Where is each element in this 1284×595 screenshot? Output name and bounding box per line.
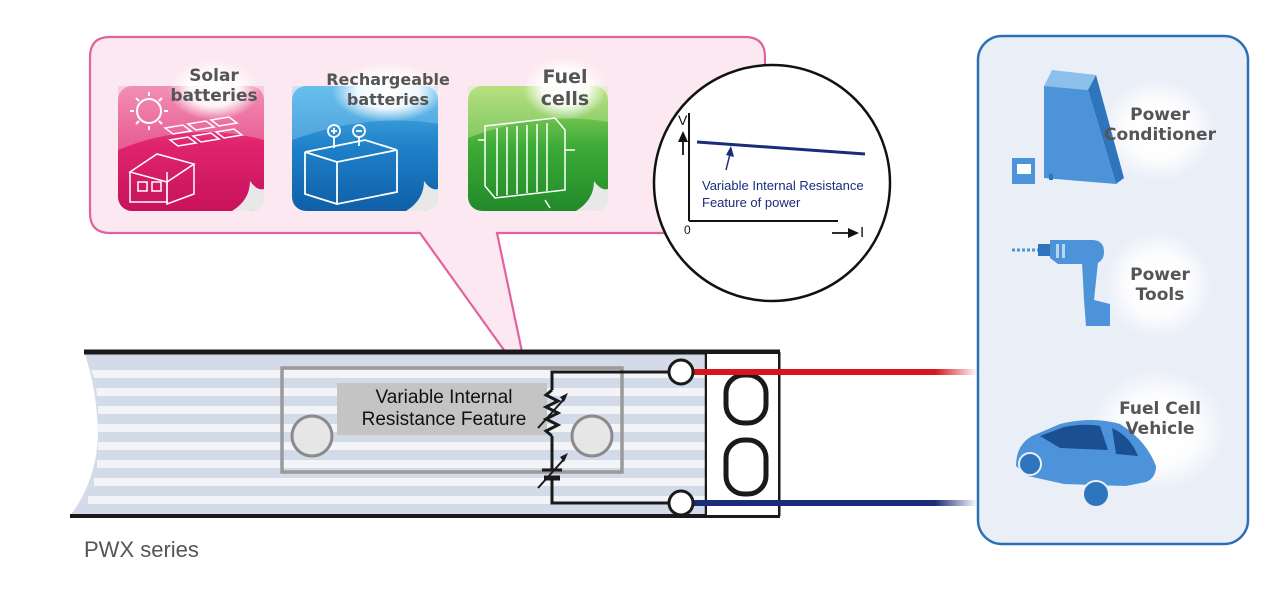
- fuel-cell-vehicle-label-line1: Fuel Cell: [1119, 399, 1201, 419]
- fuel-cell-vehicle-label-line2: Vehicle: [1125, 419, 1195, 439]
- graph-v-label: V: [678, 112, 688, 128]
- power-tools-label-line2: Tools: [1135, 285, 1185, 305]
- rechargeable-label: Rechargeable batteries: [318, 70, 458, 110]
- solar-label-line2: batteries: [170, 86, 258, 106]
- graph-annotation: Variable Internal Resistance Feature of …: [702, 177, 864, 211]
- product-label: PWX series: [84, 537, 199, 562]
- vehicle-icon: [1016, 420, 1156, 508]
- power-tools-label-line1: Power: [1130, 265, 1190, 285]
- fuel-label-line1: Fuel: [542, 66, 588, 88]
- vi-curve: [696, 140, 866, 156]
- negative-wire: [690, 500, 978, 506]
- feature-label: Variable Internal Resistance Feature: [344, 387, 544, 431]
- power-tools-icon: [1012, 240, 1110, 326]
- power-conditioner-label-line1: Power: [1130, 105, 1190, 125]
- graph-annotation-line1: Variable Internal Resistance: [702, 178, 864, 193]
- vi-graph-circle: [652, 63, 892, 303]
- power-conditioner-icon: [1012, 70, 1124, 184]
- rechargeable-label-line2: batteries: [346, 90, 430, 109]
- feature-label-line2: Resistance Feature: [361, 409, 527, 430]
- power-conditioner-label: Power Conditioner: [1096, 105, 1224, 145]
- solar-label-line1: Solar: [189, 66, 239, 86]
- positive-wire: [690, 369, 978, 375]
- feature-label-line1: Variable Internal: [375, 387, 513, 408]
- fuel-label: Fuel cells: [525, 66, 605, 110]
- fuel-label-line2: cells: [540, 88, 590, 110]
- power-conditioner-label-line2: Conditioner: [1104, 125, 1216, 145]
- negative-terminal: [667, 489, 695, 517]
- solar-label: Solar batteries: [164, 66, 264, 106]
- graph-origin-label: 0: [684, 223, 691, 237]
- graph-i-label: I: [860, 224, 865, 241]
- internal-circuit: [537, 370, 670, 505]
- fuel-cell-vehicle-label: Fuel Cell Vehicle: [1100, 399, 1220, 439]
- rechargeable-label-line1: Rechargeable: [326, 70, 450, 89]
- power-tools-label: Power Tools: [1110, 265, 1210, 305]
- graph-annotation-line2: Feature of power: [702, 195, 801, 210]
- positive-terminal: [667, 358, 695, 386]
